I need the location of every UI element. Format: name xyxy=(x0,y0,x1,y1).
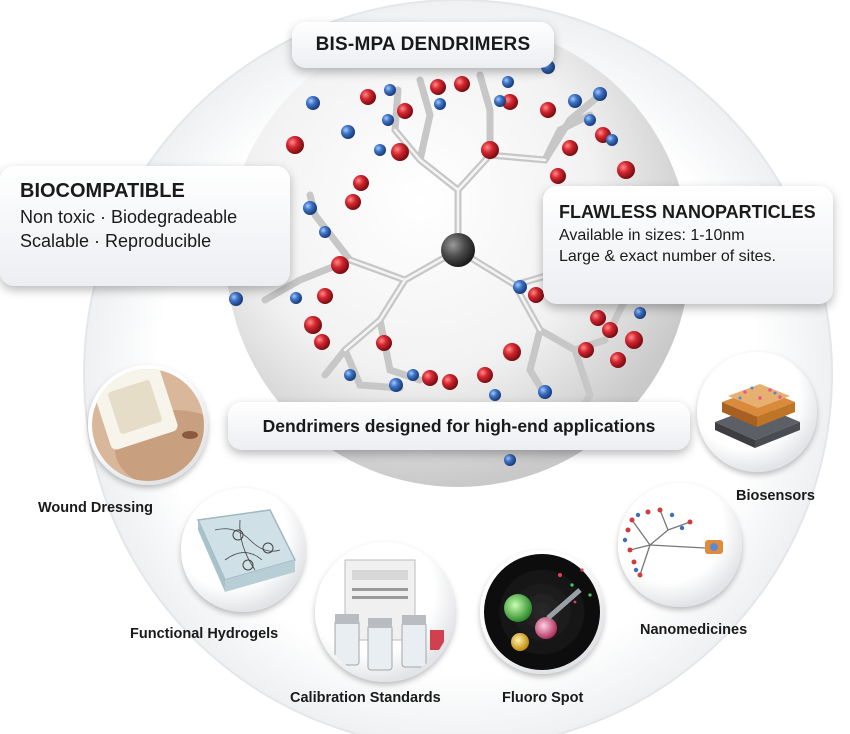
applications-banner: Dendrimers designed for high-end applica… xyxy=(228,402,690,450)
nanoparticles-line-2: Large & exact number of sites. xyxy=(559,248,776,265)
calibration-vials-icon xyxy=(315,542,455,682)
label-wound-dressing: Wound Dressing xyxy=(38,500,153,516)
biocompatible-line-1: Non toxic · Biodegradeable xyxy=(20,207,238,227)
nanoparticles-panel: FLAWLESS NANOPARTICLES Available in size… xyxy=(543,186,833,304)
dendrimer-atoms xyxy=(229,60,646,466)
title-banner: BIS-MPA DENDRIMERS xyxy=(292,22,554,68)
label-nanomedicines: Nanomedicines xyxy=(640,622,748,638)
biocompatible-heading: BIOCOMPATIBLE xyxy=(20,180,185,202)
biocompatible-panel: BIOCOMPATIBLE Non toxic · Biodegradeable… xyxy=(0,166,290,286)
fluoro-spot-icon xyxy=(480,550,604,674)
nanomedicine-icon xyxy=(618,483,742,607)
hydrogel-icon xyxy=(181,488,305,612)
wound-dressing-icon xyxy=(88,365,208,485)
label-fluoro-spot: Fluoro Spot xyxy=(502,690,584,706)
biocompatible-line-2: Scalable · Reproducible xyxy=(20,231,212,251)
nanoparticles-heading: FLAWLESS NANOPARTICLES xyxy=(559,202,816,222)
biosensor-icon xyxy=(697,352,817,472)
label-calibration-standards: Calibration Standards xyxy=(290,690,441,706)
label-functional-hydrogels: Functional Hydrogels xyxy=(130,626,279,642)
label-biosensors: Biosensors xyxy=(736,488,815,504)
nanoparticles-line-1: Available in sizes: 1-10nm xyxy=(559,227,745,244)
